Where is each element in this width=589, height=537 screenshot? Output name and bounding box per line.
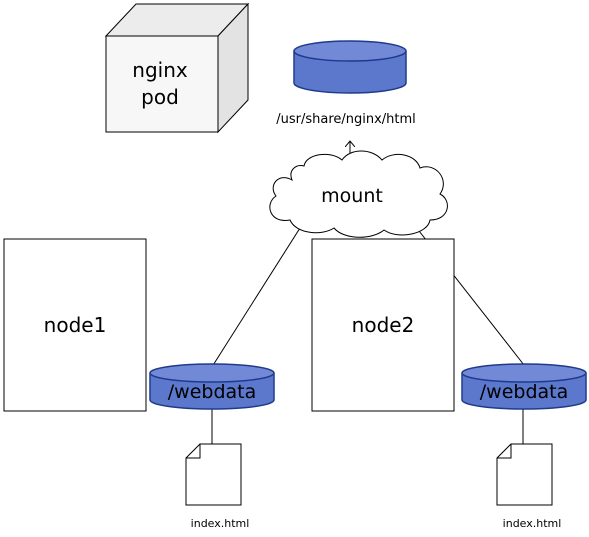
node1-box [3,238,147,412]
node2-box [311,238,455,412]
webdata-volume-2: /webdata [461,363,587,410]
pod-label-line2: pod [141,85,179,109]
connector-cloud-to-volume1 [209,227,301,371]
node1-label: node1 [44,313,107,337]
webdata-volume-1: /webdata [149,363,275,410]
file2-label: index.html [503,517,562,530]
file-icon [496,443,553,506]
pod-label-line1: nginx [132,58,188,82]
file1-label: index.html [191,517,250,530]
cloud-label: mount [321,185,383,207]
volume1-label: /webdata [168,381,257,403]
pod-volume-cylinder [293,40,407,94]
node2-label: node2 [352,313,415,337]
file-icon [185,443,242,506]
mount-cloud: mount [269,150,448,238]
nginx-pod-cube: nginx pod [104,2,250,134]
pod-volume-path-label: /usr/share/nginx/html [276,112,416,127]
volume2-label: /webdata [480,381,569,403]
cube-front-face [105,35,219,133]
